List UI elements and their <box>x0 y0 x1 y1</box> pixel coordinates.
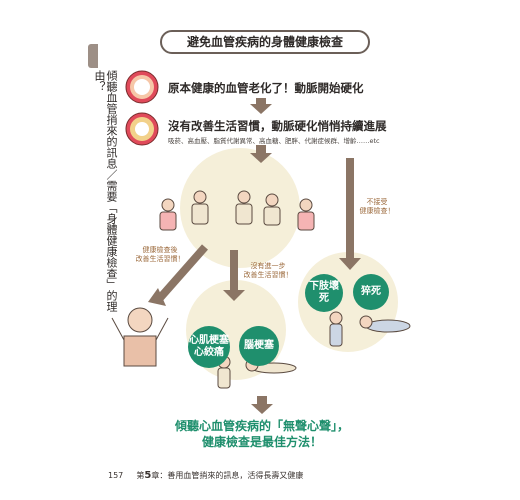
chapter-prefix: 第 <box>136 471 145 480</box>
chapter-number: 5 <box>144 470 152 481</box>
side-tab-marker <box>88 44 98 68</box>
chapter-title: 章：善用血管捎來的訊息，活得長壽又健康 <box>151 471 304 480</box>
arrow-to-conclusion <box>251 404 273 414</box>
arrow-after-checkup <box>148 288 166 306</box>
page-title: 避免血管疾病的身體健康檢查 <box>160 30 370 54</box>
note-no-further: 沒有進一步 改善生活習慣！ <box>243 262 293 279</box>
arrow-no-further-improvement <box>223 290 245 301</box>
hardened-vessel-icon <box>125 112 159 146</box>
arrow-no-checkup <box>339 258 361 270</box>
step-progression-title: 沒有改善生活習慣，動脈硬化悄悄持續進展 <box>168 119 387 133</box>
note-no-checkup: 不接受 健康檢查！ <box>359 198 395 215</box>
conclusion-line-1: 傾聽心血管疾病的「無聲心聲」， <box>174 419 349 433</box>
arrow-step1-step2 <box>250 104 272 114</box>
conclusion-text: 傾聽心血管疾病的「無聲心聲」， 健康檢查是最佳方法！ <box>150 418 374 450</box>
checkup-people-illustration <box>159 190 315 231</box>
side-vertical-text: 傾聽血管捎來的訊息／需要「身體健康檢查」的理由？ <box>93 70 118 312</box>
conclusion-line-2: 健康檢查是最佳方法！ <box>201 435 322 449</box>
page-footer: 157 第5章：善用血管捎來的訊息，活得長壽又健康 <box>108 470 303 481</box>
outcome-leg-necrosis: 下肢壞死 <box>305 274 343 312</box>
outcome-stroke: 腦梗塞 <box>239 326 279 366</box>
healthy-vessel-icon <box>125 70 159 104</box>
note-after-checkup: 健康檢查後 改善生活習慣！ <box>135 246 185 263</box>
healthy-man-illustration <box>111 307 169 367</box>
step-aging-vessel-title: 原本健康的血管老化了！動脈開始硬化 <box>168 81 364 95</box>
arrow-step2-checkup <box>250 153 272 163</box>
outcome-mi-angina: 心肌梗塞 心絞痛 <box>188 326 230 368</box>
risk-factors-text: 吸菸、高血壓、脂質代謝異常、高血糖、肥胖、代謝症候群、增齡……etc <box>168 137 380 145</box>
outcome-sudden-death: 猝死 <box>353 274 389 310</box>
page-number: 157 <box>108 471 124 480</box>
